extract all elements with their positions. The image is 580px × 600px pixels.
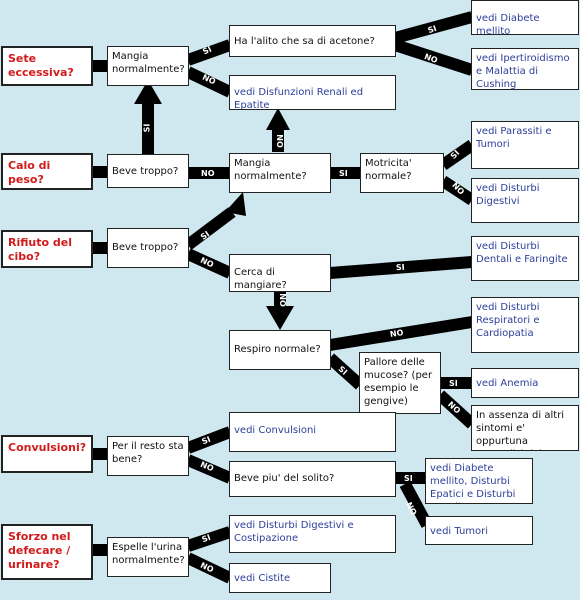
outcome-disturbi-dentali[interactable]: vedi Disturbi Dentali e Faringite [471,236,579,281]
symptom-rifiuto: Rifiuto del cibo? [1,230,93,268]
label-yes: SI [404,474,413,483]
connector-beve2-cerca [185,248,233,279]
outcome-anemia[interactable]: vedi Anemia [471,368,579,398]
connector-alito-diabete [393,11,474,44]
symptom-sforzo: Sforzo nel defecare / urinare? [1,524,93,580]
connector-resto-convulsioni [185,426,233,454]
label-no: NO [274,134,284,148]
connector-respiro-respiratori [329,316,473,351]
connector-resto-bevepiu [185,454,233,484]
arrowhead-up-beve2 [225,192,246,216]
question-alito-acetone: Ha l'alito che sa di acetone? [229,25,396,57]
connector-motricita-digestivi [439,175,476,206]
label-no: NO [277,293,287,307]
outcome-tumori[interactable]: vedi Tumori [425,516,533,545]
symptom-sete: Sete eccessiva? [1,46,93,86]
connector-motricita-parassiti [439,140,476,170]
outcome-diabete[interactable]: vedi Diabete mellito [471,0,579,35]
question-beve-troppo: Beve troppo? [107,228,189,268]
connector-pallore-sangue [435,390,477,429]
question-espelle-urina: Espelle l'urina normalmente? [107,537,189,577]
outcome-analisi-sangue: In assenza di altri sintomi e' oppurtuna… [471,405,579,451]
question-motricita: Motricita' normale? [360,153,444,193]
outcome-diabete-epatici-renali[interactable]: vedi Diabete mellito, Disturbi Epatici e… [425,458,533,504]
outcome-parassiti-tumori[interactable]: vedi Parassiti e Tumori [471,121,579,169]
outcome-cistite[interactable]: vedi Cistite [229,563,331,593]
question-cerca-mangiare: Cerca di mangiare? [229,254,331,292]
label-yes: SI [142,123,152,133]
connector-respiro-pallore [325,353,365,390]
connector-urina-digestivi [186,526,232,552]
symptom-convulsioni: Convulsioni? [1,435,93,473]
question-mangia-normalmente: Mangia normalmente? [107,46,189,86]
label-no: NO [201,169,215,178]
arrowhead-down-respiro [266,306,294,330]
outcome-disturbi-respiratori[interactable]: vedi Disturbi Respiratori e Cardiopatia [471,297,579,353]
connector-urina-cistite [185,552,233,584]
connector-mangia1-renali [185,66,233,98]
question-beve-piu: Beve piu' del solito? [229,461,396,497]
arrowhead-up-mangia2 [266,108,290,130]
connector-mangia1-alito [185,39,233,66]
label-yes: SI [449,379,458,388]
outcome-digestivi-costipazione[interactable]: vedi Disturbi Digestivi e Costipazione [229,515,396,553]
outcome-disfunzioni-renali[interactable]: vedi Disfunzioni Renali ed Epatite [229,75,396,110]
arrowhead-up-beve1 [134,80,162,104]
question-resto-bene: Per il resto sta bene? [107,436,189,476]
label-yes: SI [339,169,348,178]
outcome-convulsioni[interactable]: vedi Convulsioni [229,412,396,452]
outcome-ipertiroidismo[interactable]: vedi Ipertiroidismo e Malattia di Cushin… [471,48,579,90]
outcome-disturbi-digestivi[interactable]: vedi Disturbi Digestivi [471,178,579,223]
question-pallore-mucose: Pallore delle mucose? (per esempio le ge… [359,352,441,414]
connector-alito-ipertiroidismo [393,39,474,76]
connector-beve2-mangia2 [184,207,236,250]
connector-cerca-dentali [329,256,473,279]
question-mangia-normalmente: Mangia normalmente? [229,153,331,193]
symptom-calo: Calo di peso? [1,153,93,190]
question-respiro-normale: Respiro normale? [229,330,331,370]
question-beve-troppo: Beve troppo? [107,154,189,188]
label-yes: SI [395,262,406,273]
connector-bevepiu-tumori [399,481,433,528]
